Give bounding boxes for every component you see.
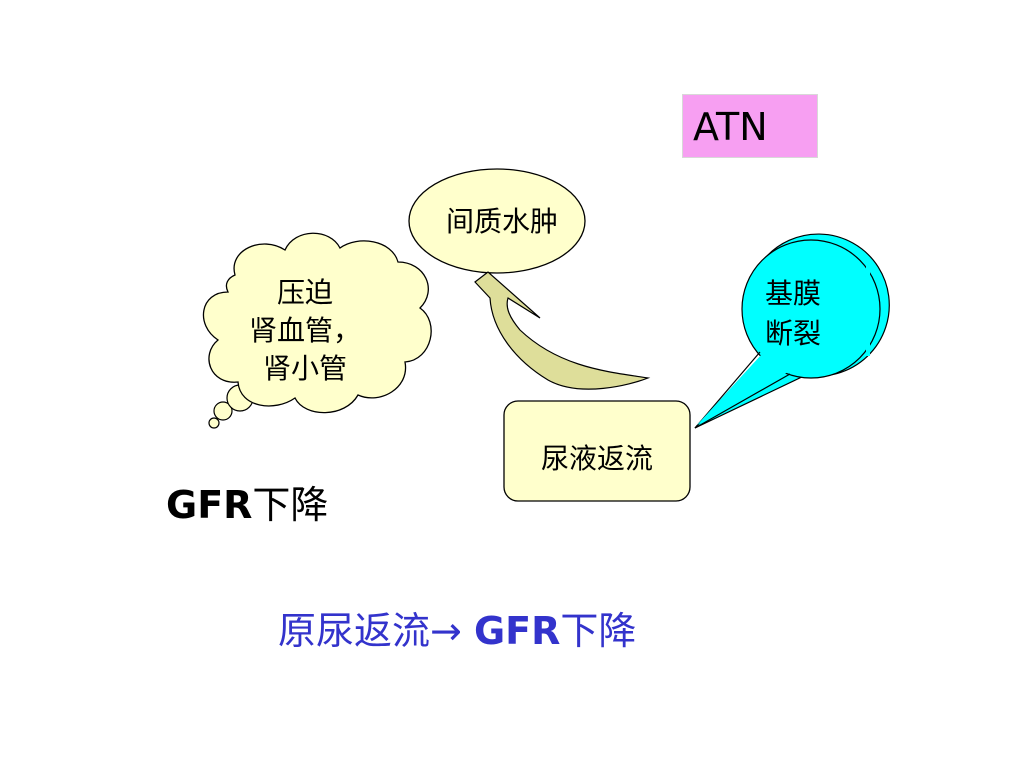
cloud-tail-bubble-2 [213, 401, 233, 421]
callout-pointer-edge-2 [694, 373, 791, 429]
urine-backflow-box [503, 400, 691, 502]
selection-handle-top [866, 264, 870, 278]
conclusion-cjk-2: 下降 [560, 609, 637, 653]
curved-arrow [474, 271, 651, 390]
interstitial-edema-ellipse [408, 168, 586, 274]
gfr-decrease-label: GFR下降 [166, 474, 328, 529]
compression-text: 压迫 肾血管， 肾小管 [230, 274, 380, 388]
selection-handle-bottom [866, 340, 870, 356]
urine-backflow-label: 尿液返流 [540, 442, 653, 475]
conclusion-gfr: GFR [473, 609, 561, 653]
conclusion-arrow: → [430, 609, 462, 653]
atn-label: ATN [693, 105, 768, 149]
cloud-line-3: 肾小管 [262, 352, 347, 385]
cloud-line-2: 肾血管， [248, 314, 361, 347]
interstitial-edema-label: 间质水肿 [445, 205, 558, 238]
thought-cloud [202, 232, 432, 414]
basement-membrane-circle [741, 239, 881, 379]
circle-line-1: 基膜 [764, 277, 821, 310]
callout-fill-patch [697, 354, 788, 425]
cloud-tail-bubble-1 [208, 417, 220, 429]
circle-line-2: 断裂 [764, 317, 821, 350]
conclusion-line: 原尿返流→ GFR下降 [278, 600, 636, 655]
cloud-line-1: 压迫 [276, 276, 333, 309]
gfr-latin: GFR [166, 483, 253, 527]
gfr-decrease-cjk: 下降 [252, 483, 329, 527]
conclusion-cjk-1: 原尿返流 [278, 609, 431, 653]
atn-label-box: ATN [682, 94, 818, 158]
callout-pointer-edge [694, 351, 761, 429]
basement-membrane-text: 基膜 断裂 [738, 274, 848, 354]
